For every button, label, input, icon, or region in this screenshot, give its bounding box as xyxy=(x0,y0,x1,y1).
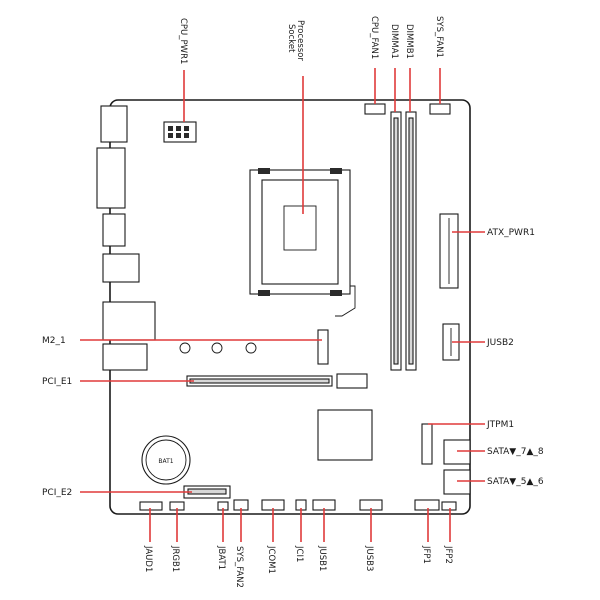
pci-e1-label: PCI_E1 xyxy=(42,377,72,387)
processor-socket xyxy=(249,168,356,317)
jrgb1-label: JRGB1 xyxy=(170,545,180,572)
bat1-battery: BAT1 xyxy=(141,435,191,485)
processor-socket-label-line2: Socket xyxy=(286,24,296,53)
sata-connectors xyxy=(443,439,471,495)
rear-io-panel xyxy=(96,105,156,371)
jtpm1-header xyxy=(421,423,433,465)
cpu-pwr1-label: CPU_PWR1 xyxy=(178,18,188,64)
m2-1-label: M2_1 xyxy=(42,336,66,346)
jtpm1-label: JTPM1 xyxy=(486,420,514,430)
cpu-pwr1-connector xyxy=(163,121,197,143)
pci-e2-label: PCI_E2 xyxy=(42,488,72,498)
jci1-label: JCI1 xyxy=(294,545,304,562)
processor-socket-label-line1: Processor xyxy=(295,20,305,61)
chipset xyxy=(317,409,373,461)
jaud1-label: JAUD1 xyxy=(143,545,153,572)
jcom1-label: JCOM1 xyxy=(266,545,276,574)
cpu-fan1-header xyxy=(364,103,386,115)
sys-fan1-label: SYS_FAN1 xyxy=(434,16,444,58)
atx-pwr1-label: ATX_PWR1 xyxy=(487,228,535,238)
sys-fan1-header xyxy=(429,103,451,115)
atx-pwr1-connector xyxy=(439,213,459,289)
dimm-slots xyxy=(390,111,417,371)
bat1-label: BAT1 xyxy=(158,458,173,465)
jfp1-header xyxy=(414,499,440,511)
leader-lines xyxy=(80,68,485,542)
jfp2-label: JFP2 xyxy=(443,545,453,564)
jaud1-header xyxy=(139,501,163,511)
dimma1-label: DIMMA1 xyxy=(389,24,399,59)
bottom-headers xyxy=(139,499,457,511)
cpu-fan1-label: CPU_FAN1 xyxy=(369,16,379,59)
jfp1-label: JFP1 xyxy=(421,545,431,564)
jfp2-header xyxy=(441,501,457,511)
sata-7-8-label: SATA▼_7▲_8 xyxy=(487,447,544,457)
sata-5-6-label: SATA▼_5▲_6 xyxy=(487,477,544,487)
jusb2-label: JUSB2 xyxy=(486,338,514,348)
jusb2-header xyxy=(442,323,460,361)
pci-e1-slot xyxy=(186,373,368,389)
jusb1-label: JUSB1 xyxy=(317,545,327,571)
jbat1-label: JBAT1 xyxy=(216,545,226,570)
dimmb1-label: DIMMB1 xyxy=(404,24,414,59)
jusb3-label: JUSB3 xyxy=(364,545,374,571)
sys-fan2-label: SYS_FAN2 xyxy=(234,546,244,588)
m2-1-slot xyxy=(179,329,329,365)
